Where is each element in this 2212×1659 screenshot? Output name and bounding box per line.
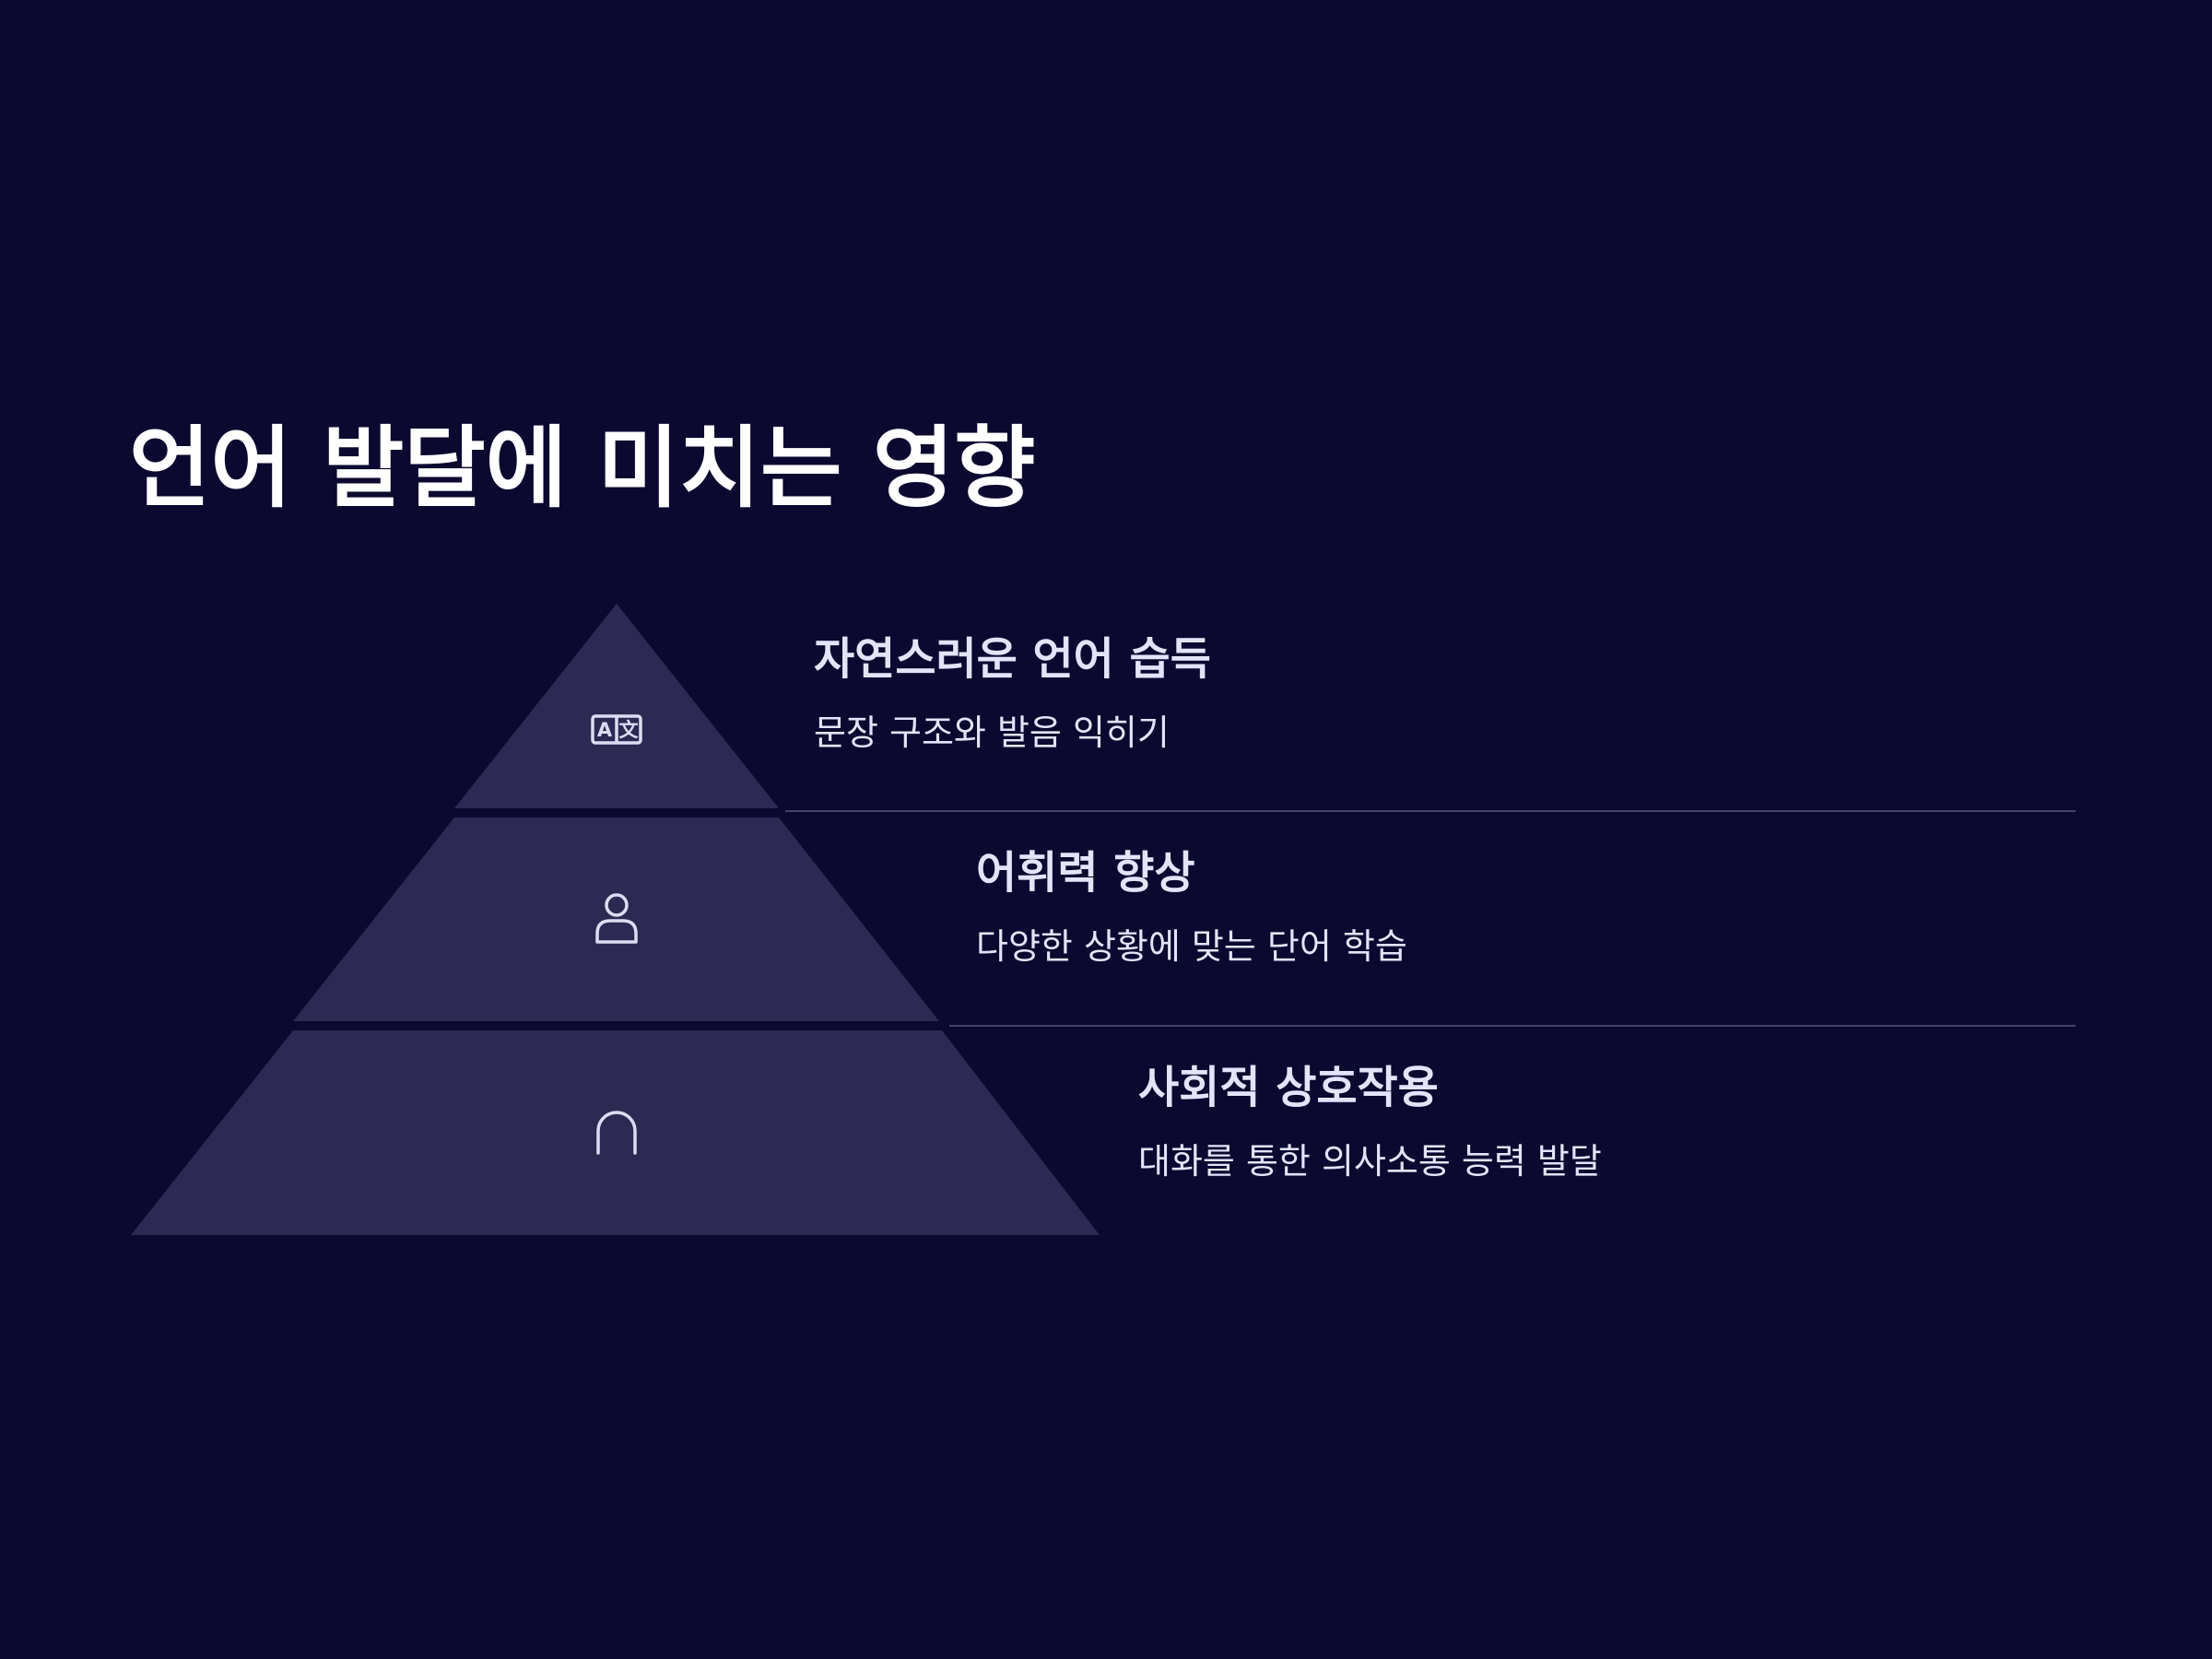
arch-icon (596, 1111, 637, 1155)
tier-1-text: 자연스러운 언어 습득 문장 구조와 발음 익히기 (814, 631, 1211, 755)
translate-icon: A 文 (591, 714, 642, 745)
tier-2-text: 어휘력 향상 다양한 상황에 맞는 단어 학습 (976, 845, 1407, 969)
pyramid-tier-3 (131, 1030, 1100, 1235)
tier-heading: 자연스러운 언어 습득 (814, 633, 1211, 685)
tier-description: 대화를 통한 의사소통 능력 발달 (1138, 1141, 1602, 1182)
tier-heading: 사회적 상호작용 (1138, 1062, 1439, 1113)
svg-text:A: A (597, 719, 613, 741)
pyramid-tier-1 (454, 604, 779, 808)
tier-heading: 어휘력 향상 (976, 847, 1195, 899)
svg-text:文: 文 (619, 719, 640, 741)
tier-description: 문장 구조와 발음 익히기 (814, 712, 1170, 753)
tier-3-text: 사회적 상호작용 대화를 통한 의사소통 능력 발달 (1138, 1060, 1602, 1183)
tier-description: 다양한 상황에 맞는 단어 학습 (976, 926, 1407, 967)
person-icon (595, 893, 638, 944)
page-title: 언어 발달에 미치는 영향 (129, 417, 1036, 520)
